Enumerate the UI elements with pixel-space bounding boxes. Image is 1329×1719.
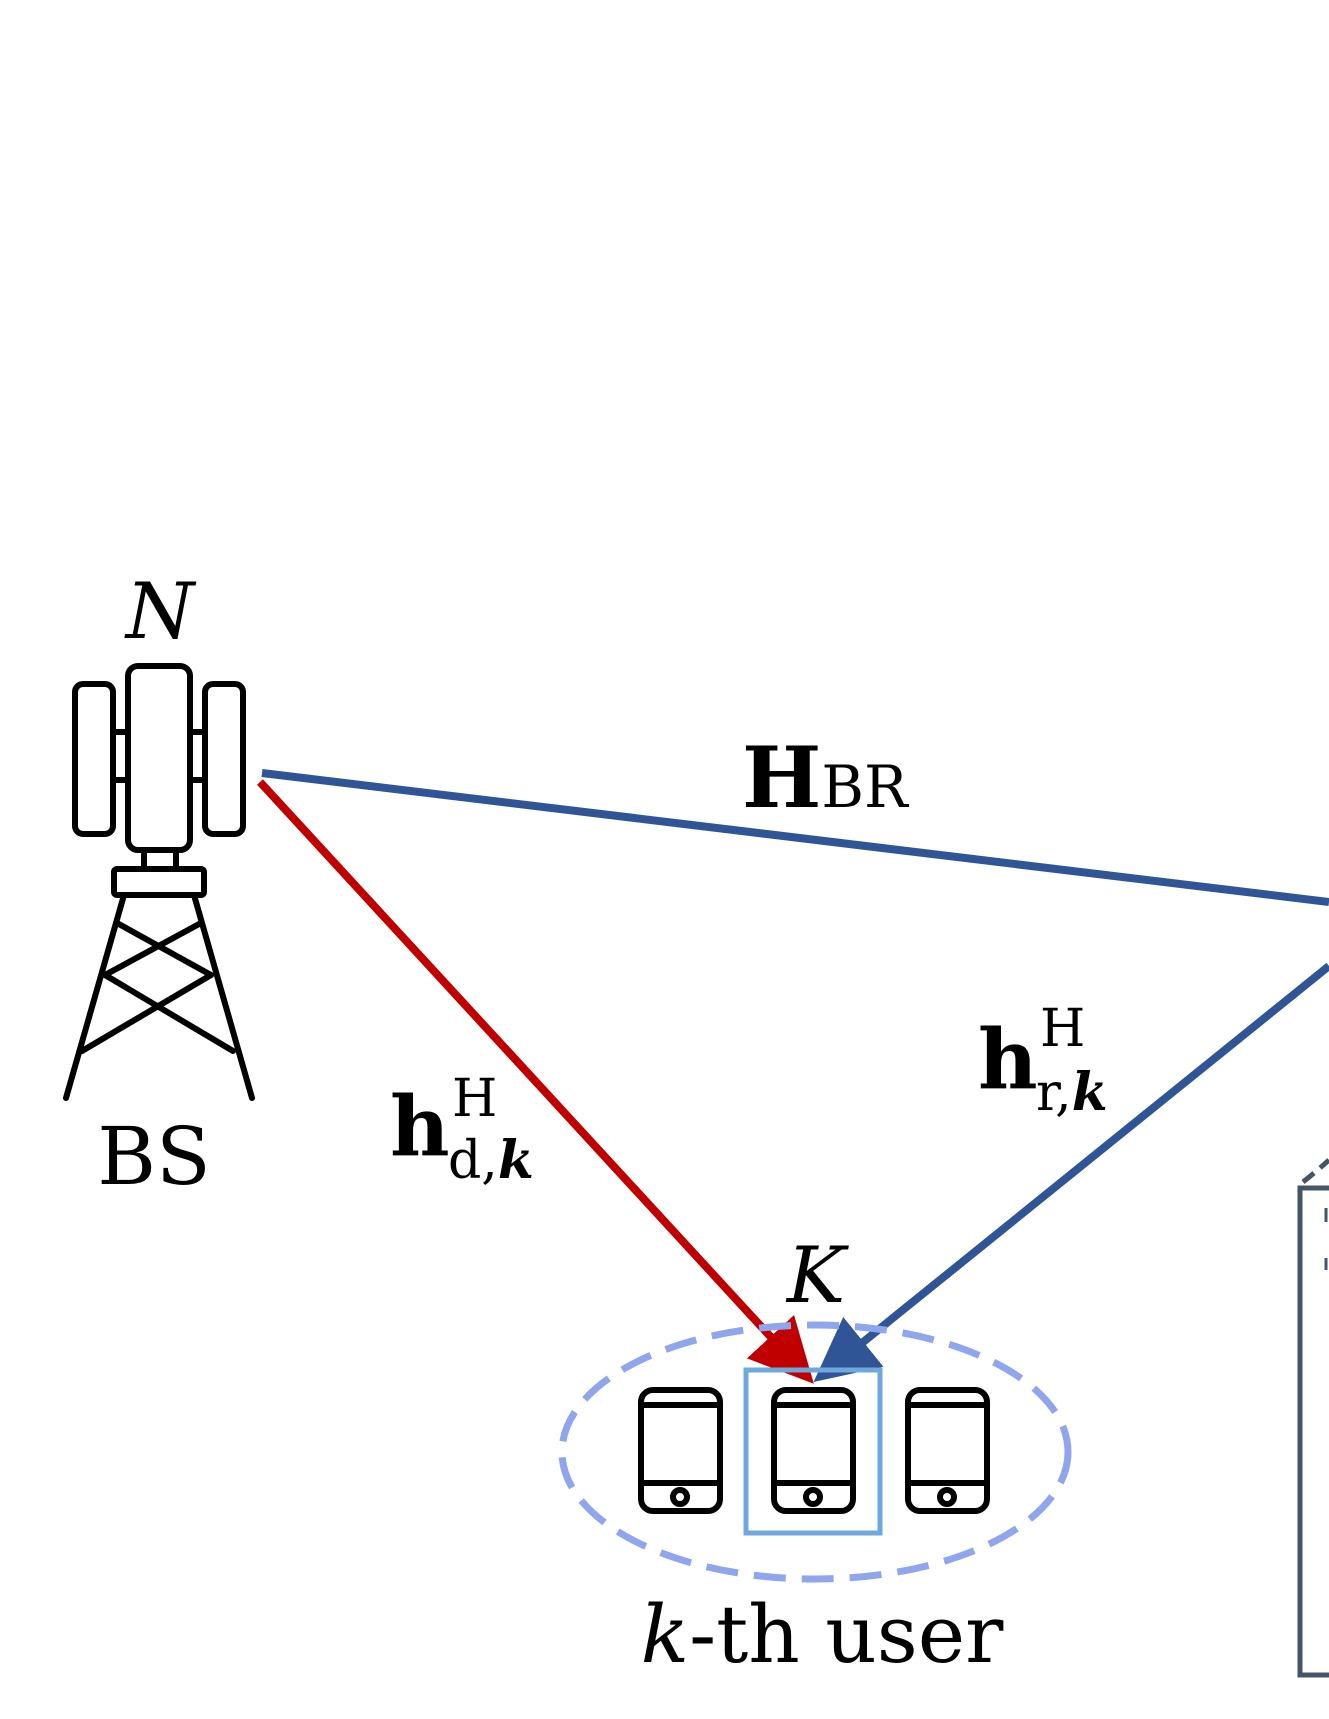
selected-user-box: [743, 1367, 883, 1536]
svg-text:d,k: d,k: [448, 1130, 534, 1191]
ris-panel-box: [1297, 1185, 1329, 1678]
svg-text:r,k: r,k: [1036, 1062, 1108, 1123]
channel-h-rk-label: h H r,k: [978, 999, 1108, 1123]
direct-link-arrow: [257, 779, 814, 1384]
svg-text:H: H: [452, 1069, 497, 1129]
ris-user-link-arrow: [813, 962, 1329, 1383]
phone-icon: [638, 1387, 723, 1514]
antenna-count-label: N: [124, 567, 197, 657]
user-count-label: K: [785, 1231, 850, 1321]
svg-text:h: h: [390, 1079, 450, 1175]
phone-icon: [771, 1387, 856, 1514]
user-group-ellipse: [558, 1321, 1072, 1583]
svg-text:H: H: [1040, 999, 1085, 1059]
ris-panel-dashed-edge: [1301, 1158, 1329, 1184]
bs-label: BS: [97, 1110, 211, 1203]
channel-h-br-label: HBR: [742, 728, 910, 827]
phone-icon: [905, 1387, 990, 1514]
base-station-icon: [63, 663, 255, 1101]
channel-h-dk-label: h H d,k: [390, 1069, 534, 1191]
svg-text:h: h: [978, 1012, 1038, 1108]
kth-user-label: k-th user: [641, 1588, 1005, 1681]
bs-ris-link: [261, 769, 1329, 906]
